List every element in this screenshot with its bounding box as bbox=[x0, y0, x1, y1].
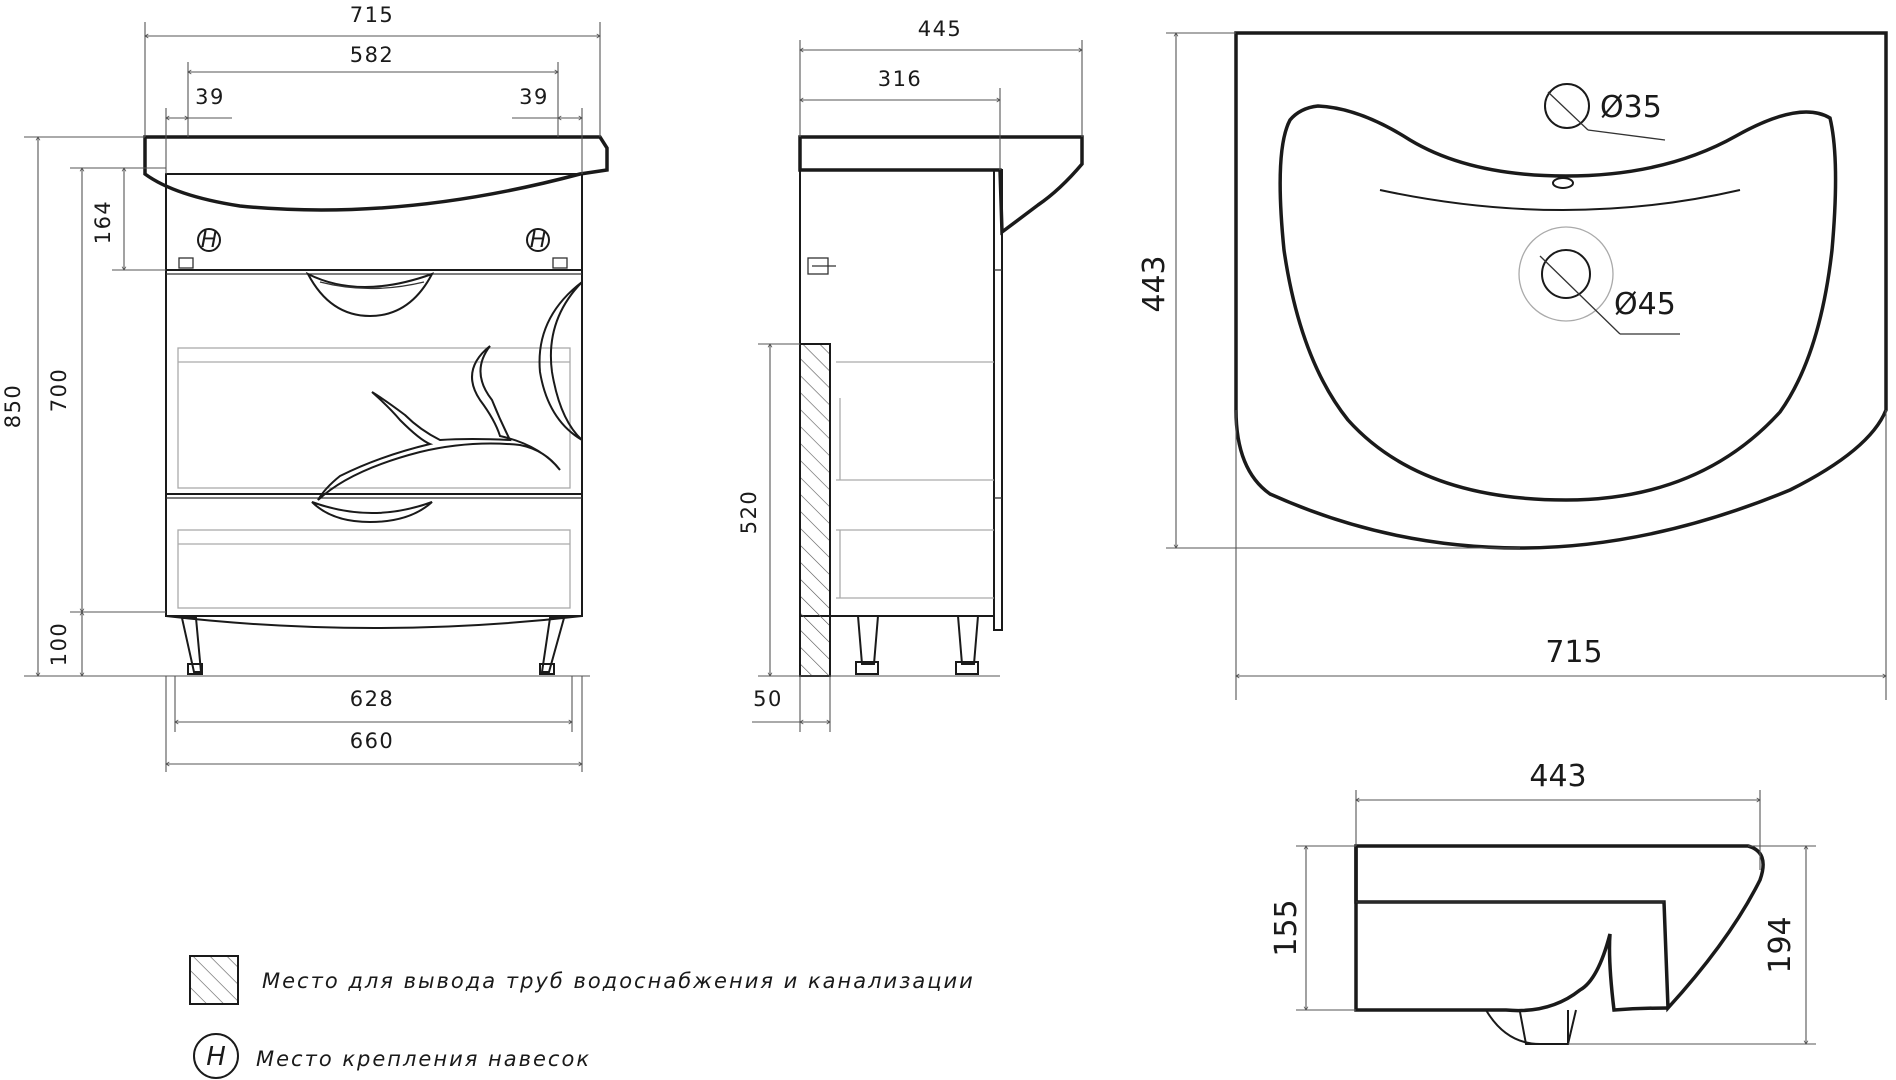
legend: Место для вывода труб водоснабжения и ка… bbox=[189, 955, 975, 1079]
svg-text:Место для вывода труб водоснаб: Место для вывода труб водоснабжения и ка… bbox=[262, 969, 975, 993]
dim-overall-depth: 445 bbox=[918, 17, 963, 41]
legend-item-mounts: H Место крепления навесок bbox=[193, 1033, 591, 1079]
dim-overall-width: 715 bbox=[350, 3, 395, 27]
svg-text:H: H bbox=[530, 228, 547, 253]
mount-point-left: H bbox=[197, 228, 221, 253]
svg-text:Ø35: Ø35 bbox=[1600, 90, 1662, 125]
mount-point-right: H bbox=[526, 228, 550, 253]
dim-top-panel-height: 164 bbox=[91, 200, 115, 245]
dim-basin-side-depth: 443 bbox=[1529, 759, 1586, 794]
dim-basin-rim-height: 155 bbox=[1269, 899, 1304, 956]
dim-leg-span: 628 bbox=[350, 687, 395, 711]
tap-hole: Ø35 bbox=[1544, 83, 1666, 141]
front-view: H H 715 582 39 39 bbox=[1, 3, 609, 772]
dim-pipe-zone-height: 520 bbox=[737, 490, 761, 535]
basin-side-view: 443 155 194 bbox=[1269, 759, 1816, 1045]
side-view: 445 316 520 50 bbox=[737, 17, 1084, 732]
drain-hole: Ø45 bbox=[1518, 226, 1680, 335]
dim-pipe-zone-width: 50 bbox=[753, 687, 783, 711]
dim-basin-width: 715 bbox=[1545, 635, 1602, 670]
dim-basin-depth: 443 bbox=[1137, 255, 1172, 312]
pipe-zone-hatch bbox=[799, 343, 831, 677]
hatch-swatch bbox=[189, 955, 239, 1005]
dim-left-offset: 39 bbox=[195, 85, 225, 109]
svg-text:H: H bbox=[201, 228, 218, 253]
dim-cabinet-height: 700 bbox=[47, 368, 71, 413]
dim-body-width: 660 bbox=[350, 729, 395, 753]
dim-leg-height: 100 bbox=[47, 622, 71, 667]
svg-text:Ø45: Ø45 bbox=[1614, 287, 1676, 322]
legend-item-pipes: Место для вывода труб водоснабжения и ка… bbox=[189, 955, 975, 1005]
svg-text:H: H bbox=[206, 1042, 226, 1072]
dim-total-height: 850 bbox=[1, 384, 25, 429]
dim-body-depth: 316 bbox=[878, 67, 923, 91]
dim-right-offset: 39 bbox=[519, 85, 549, 109]
svg-text:Место крепления навесок: Место крепления навесок bbox=[256, 1047, 591, 1071]
dim-inner-width: 582 bbox=[350, 43, 395, 67]
basin-top-view: Ø35 Ø45 443 715 bbox=[1137, 31, 1888, 700]
mount-symbol bbox=[193, 1033, 239, 1079]
dim-basin-total-height: 194 bbox=[1763, 916, 1798, 973]
